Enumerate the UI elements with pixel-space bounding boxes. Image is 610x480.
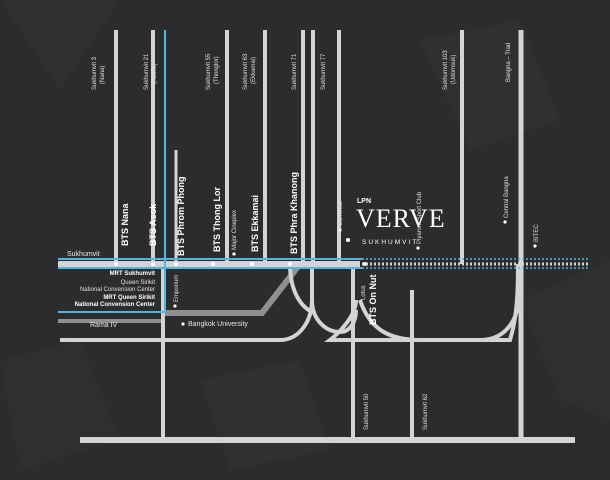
label-mrt-sukhumvit: MRT Sukhumvit: [110, 271, 155, 277]
label-bts-phra-khanong: BTS Phra Khanong: [289, 172, 299, 254]
label-soi-21-sub: (Asoke): [152, 63, 158, 84]
label-soi-55: Sukhumvit 55: [206, 53, 212, 90]
label-bts-thong-lor: BTS Thong Lor: [212, 187, 222, 252]
logo-tagline: SUKHUMVIT: [362, 239, 418, 246]
label-bangkok-university: Bangkok University: [188, 321, 248, 328]
expressway-curves: [60, 263, 520, 342]
label-soi-71: Sukhumvit 71: [292, 53, 298, 90]
label-bts-nana: BTS Nana: [120, 202, 130, 246]
landmark-labels: Emporium Major Cineplex Carrefour Lotus …: [174, 176, 540, 328]
label-soi-63: Sukhumvit 63: [243, 53, 249, 90]
label-central-bangna: Central Bangna: [504, 176, 510, 218]
label-sukhumvit: Sukhumvit: [67, 251, 100, 258]
label-bts-asok: BTS Asok: [148, 203, 158, 246]
label-mrt-qsncc-2: National Convension Center: [75, 302, 156, 308]
label-major-cineplex: Major Cineplex: [232, 210, 238, 250]
logo-brand: LPN: [357, 198, 371, 205]
logo-name: VERVE: [356, 204, 446, 233]
mrt-line: [58, 30, 166, 313]
label-emporium: Emporium: [174, 275, 180, 302]
label-soi-103: Sukhumvit 103: [443, 50, 449, 90]
label-bts-on-nut: BTS On Nut: [368, 275, 378, 326]
label-soi-63-sub: (Ekkamai): [251, 57, 257, 84]
label-rama-iv: Rama IV: [90, 322, 118, 329]
label-soi-103-sub: (Udomsuk): [451, 55, 457, 84]
label-soi-21: Sukhumvit 21: [144, 53, 150, 90]
label-soi-3: Sukhumvit 3: [92, 56, 98, 90]
label-soi-3-sub: (Nana): [100, 66, 106, 84]
project-logo: LPN VERVE SUKHUMVIT: [346, 198, 446, 246]
label-piyarom: Piyarom Sport Club: [417, 191, 423, 244]
label-carrefour: Carrefour: [338, 201, 344, 226]
label-bangna-trad: Bangna – Trad: [506, 43, 512, 82]
label-soi-50: Sukhumvit 50: [364, 393, 370, 430]
vertical-roads: [114, 30, 524, 440]
label-bts-ekkamai: BTS Ekkamai: [250, 195, 260, 252]
label-bitec: BITEC: [534, 224, 540, 242]
sukhumvit-road: [58, 258, 588, 269]
label-qsncc-2: National Convension Center: [80, 287, 155, 293]
label-bts-phrom-phong: BTS Phrom Phong: [176, 177, 186, 257]
minor-roads: [58, 262, 303, 323]
project-location-marker: [346, 238, 350, 242]
label-soi-62: Sukhumvit 62: [423, 393, 429, 430]
label-qsncc-1: Queen Sirikit: [121, 280, 156, 286]
label-lotus: Lotus: [361, 285, 367, 300]
label-soi-77: Sukhumvit 77: [321, 53, 327, 90]
station-dots: [114, 220, 537, 326]
label-soi-55-sub: (Thonglor): [214, 56, 220, 84]
label-mrt-qsncc: MRT Queen Sirikit: [103, 295, 155, 301]
station-labels: BTS Nana BTS Asok BTS Phrom Phong BTS Th…: [75, 172, 378, 325]
road-labels: Sukhumvit Rama IV Sukhumvit 3 (Nana) Suk…: [67, 43, 512, 430]
